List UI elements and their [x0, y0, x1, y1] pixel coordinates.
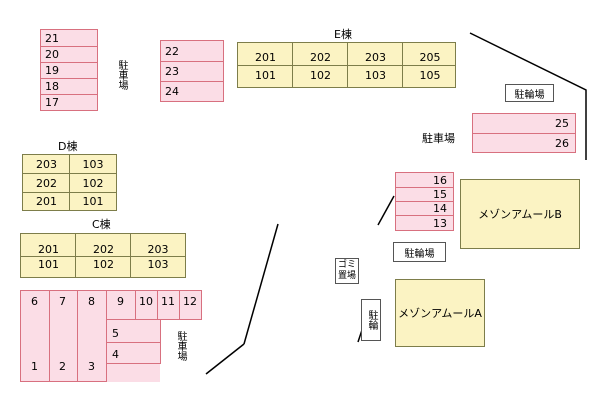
parking-area-left: 21 20 19 18 17 — [40, 29, 98, 111]
room-203[interactable]: 203 — [147, 242, 169, 256]
parking-slot[interactable]: 17 — [41, 94, 97, 110]
room-201[interactable]: 201 — [255, 50, 276, 64]
room-202[interactable]: 202 — [310, 50, 331, 64]
room-102[interactable]: 102 — [82, 177, 104, 190]
building-maison-a[interactable]: メゾンアムールA — [395, 279, 485, 347]
room-102[interactable]: 102 — [310, 68, 331, 82]
parking-slot[interactable]: 15 — [396, 187, 453, 201]
parking-slot[interactable]: 10 — [139, 295, 153, 308]
parking-slot[interactable]: 11 — [161, 295, 175, 308]
parking-slot[interactable]: 16 — [433, 173, 447, 187]
garbage-label: ゴミ置場 — [337, 260, 356, 281]
parking-slot[interactable]: 24 — [161, 81, 223, 101]
divider — [21, 256, 185, 257]
parking-label-bottom: 駐車場 — [175, 331, 186, 361]
garbage-area: ゴミ置場 — [335, 258, 359, 284]
parking-slot[interactable]: 5 — [112, 327, 119, 340]
room-203[interactable]: 203 — [365, 50, 386, 64]
c-block-building: 201 202 203 101 102 103 — [20, 233, 186, 278]
parking-area-mid: 22 23 24 — [160, 40, 224, 102]
divider — [130, 234, 131, 277]
parking-slot[interactable]: 19 — [41, 62, 97, 78]
d-block-title: D棟 — [58, 140, 78, 153]
room-101[interactable]: 101 — [82, 195, 104, 208]
road-line-bottom — [205, 343, 245, 375]
road-line-top-right — [469, 32, 587, 160]
parking-slot[interactable]: 7 — [59, 295, 66, 308]
parking-slot[interactable]: 14 — [396, 201, 453, 215]
parking-slot[interactable]: 8 — [88, 295, 95, 308]
room-105[interactable]: 105 — [419, 68, 441, 82]
c-block-title: C棟 — [92, 218, 111, 231]
e-block-title: E棟 — [334, 28, 352, 41]
room-101[interactable]: 101 — [255, 68, 276, 82]
divider — [23, 192, 116, 193]
divider — [75, 234, 76, 277]
bike-parking-vertical-label: 駐輪 — [366, 310, 377, 330]
parking-slot[interactable]: 9 — [117, 295, 124, 308]
parking-area-right: 25 26 — [472, 113, 576, 153]
parking-slot[interactable]: 12 — [183, 295, 197, 308]
parking-slot[interactable]: 26 — [473, 133, 575, 152]
divider — [69, 155, 70, 210]
divider — [238, 65, 455, 66]
parking-slot[interactable]: 2 — [59, 360, 66, 373]
room-102[interactable]: 102 — [93, 257, 114, 271]
parking-slot[interactable]: 1 — [31, 360, 38, 373]
parking-slot[interactable]: 21 — [45, 31, 59, 45]
road-line-center — [243, 223, 279, 345]
parking-slot[interactable]: 25 — [555, 117, 569, 130]
room-103[interactable]: 103 — [82, 158, 104, 171]
bike-parking-vertical: 駐輪 — [361, 299, 381, 341]
parking-slot[interactable]: 4 — [112, 348, 119, 361]
e-block-building: 201 202 203 205 101 102 103 105 — [237, 42, 456, 88]
parking-slot[interactable]: 23 — [161, 61, 223, 81]
parking-slot[interactable]: 3 — [88, 360, 95, 373]
bike-parking-top: 駐輪場 — [505, 84, 554, 102]
parking-slot[interactable]: 6 — [31, 295, 38, 308]
parking-slot[interactable]: 13 — [396, 215, 453, 230]
parking-slot[interactable]: 22 — [165, 44, 179, 58]
road-line-right-diagonal — [377, 195, 395, 226]
room-205[interactable]: 205 — [419, 50, 441, 64]
divider — [23, 173, 116, 174]
parking-area-bottom: 6 7 8 9 10 11 12 5 4 1 2 3 — [20, 290, 202, 382]
room-201[interactable]: 201 — [38, 242, 59, 256]
room-103[interactable]: 103 — [147, 257, 169, 271]
room-103[interactable]: 103 — [365, 68, 386, 82]
room-202[interactable]: 202 — [93, 242, 114, 256]
parking-slot[interactable]: 20 — [41, 46, 97, 62]
room-203[interactable]: 203 — [36, 158, 57, 171]
parking-label-left: 駐車場 — [116, 60, 127, 90]
room-202[interactable]: 202 — [36, 177, 57, 190]
room-101[interactable]: 101 — [38, 257, 59, 271]
parking-slot[interactable]: 18 — [41, 78, 97, 94]
d-block-building: 203 103 202 102 201 101 — [22, 154, 117, 211]
building-maison-b[interactable]: メゾンアムールB — [460, 179, 580, 249]
parking-area-13-16: 16 15 14 13 — [395, 172, 454, 231]
room-201[interactable]: 201 — [36, 195, 57, 208]
parking-label-right: 駐車場 — [422, 132, 455, 145]
bike-parking-mid: 駐輪場 — [393, 242, 446, 262]
